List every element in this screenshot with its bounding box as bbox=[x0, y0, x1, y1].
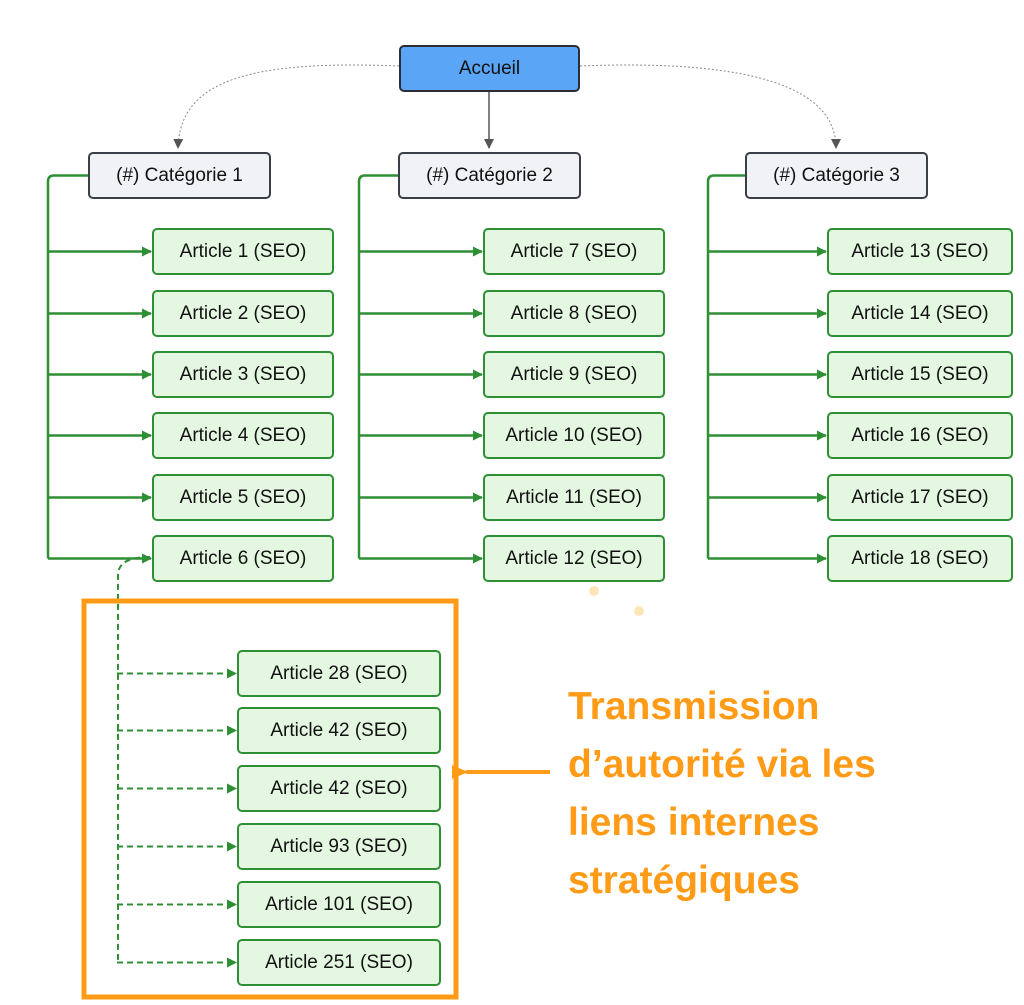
category-node-2[interactable]: (#) Catégorie 2 bbox=[398, 152, 581, 199]
article-node[interactable]: Article 8 (SEO) bbox=[483, 290, 665, 337]
article-node-label: Article 13 (SEO) bbox=[851, 240, 989, 262]
article-node-label: Article 17 (SEO) bbox=[851, 486, 989, 508]
article-node[interactable]: Article 6 (SEO) bbox=[152, 535, 334, 582]
article-node-label: Article 1 (SEO) bbox=[179, 240, 307, 262]
internal-link-article-node-label: Article 251 (SEO) bbox=[265, 951, 413, 973]
internal-link-article-node[interactable]: Article 42 (SEO) bbox=[237, 765, 441, 812]
internal-link-article-node-label: Article 101 (SEO) bbox=[265, 893, 413, 915]
article-node-label: Article 9 (SEO) bbox=[510, 363, 638, 385]
internal-link-article-node-label: Article 42 (SEO) bbox=[270, 719, 408, 741]
article-node-label: Article 8 (SEO) bbox=[510, 302, 638, 324]
article-node-label: Article 7 (SEO) bbox=[510, 240, 638, 262]
authority-callout-text: Transmission d’autorité via les liens in… bbox=[568, 685, 876, 902]
article-node[interactable]: Article 1 (SEO) bbox=[152, 228, 334, 275]
internal-link-article-node-label: Article 28 (SEO) bbox=[270, 662, 408, 684]
internal-link-article-node[interactable]: Article 42 (SEO) bbox=[237, 707, 441, 754]
decorative-dot bbox=[589, 586, 599, 596]
article-node-label: Article 14 (SEO) bbox=[851, 302, 989, 324]
article-node[interactable]: Article 12 (SEO) bbox=[483, 535, 665, 582]
category-node-1-label: (#) Catégorie 1 bbox=[116, 164, 243, 186]
home-node[interactable]: Accueil bbox=[399, 45, 580, 92]
article-node[interactable]: Article 7 (SEO) bbox=[483, 228, 665, 275]
article-node[interactable]: Article 10 (SEO) bbox=[483, 412, 665, 459]
article-node-label: Article 18 (SEO) bbox=[851, 547, 989, 569]
article-node[interactable]: Article 15 (SEO) bbox=[827, 351, 1013, 398]
internal-links-highlight-frame bbox=[81, 598, 459, 1000]
article-node[interactable]: Article 2 (SEO) bbox=[152, 290, 334, 337]
article-node[interactable]: Article 16 (SEO) bbox=[827, 412, 1013, 459]
article-node-label: Article 11 (SEO) bbox=[506, 486, 642, 508]
internal-link-connectors bbox=[117, 556, 237, 968]
category-node-2-label: (#) Catégorie 2 bbox=[426, 164, 553, 186]
internal-link-article-node[interactable]: Article 93 (SEO) bbox=[237, 823, 441, 870]
article-node-label: Article 16 (SEO) bbox=[851, 424, 989, 446]
article-node-label: Article 3 (SEO) bbox=[179, 363, 307, 385]
decorative-dot bbox=[634, 606, 644, 616]
category-2-spine bbox=[357, 174, 398, 559]
internal-links-spine bbox=[117, 556, 151, 963]
internal-link-article-node[interactable]: Article 28 (SEO) bbox=[237, 650, 441, 697]
article-node[interactable]: Article 13 (SEO) bbox=[827, 228, 1013, 275]
article-node[interactable]: Article 4 (SEO) bbox=[152, 412, 334, 459]
article-node-label: Article 4 (SEO) bbox=[179, 424, 307, 446]
article-node[interactable]: Article 18 (SEO) bbox=[827, 535, 1013, 582]
category-connectors bbox=[46, 174, 827, 564]
article-node-label: Article 15 (SEO) bbox=[851, 363, 989, 385]
category-node-3-label: (#) Catégorie 3 bbox=[773, 164, 900, 186]
internal-link-article-node[interactable]: Article 251 (SEO) bbox=[237, 939, 441, 986]
article-node[interactable]: Article 9 (SEO) bbox=[483, 351, 665, 398]
article-node[interactable]: Article 3 (SEO) bbox=[152, 351, 334, 398]
internal-link-article-node-label: Article 42 (SEO) bbox=[270, 777, 408, 799]
home-to-category-1-link bbox=[173, 64, 400, 149]
article-node-label: Article 6 (SEO) bbox=[179, 547, 307, 569]
home-to-category-3-link bbox=[579, 64, 841, 149]
article-node[interactable]: Article 14 (SEO) bbox=[827, 290, 1013, 337]
root-connectors bbox=[173, 64, 841, 149]
home-node-label: Accueil bbox=[458, 57, 521, 79]
article-node-label: Article 12 (SEO) bbox=[505, 547, 643, 569]
category-node-3[interactable]: (#) Catégorie 3 bbox=[745, 152, 928, 199]
internal-link-article-node-label: Article 93 (SEO) bbox=[270, 835, 408, 857]
article-node-label: Article 5 (SEO) bbox=[179, 486, 307, 508]
category-3-spine bbox=[706, 174, 745, 559]
article-node[interactable]: Article 11 (SEO) bbox=[483, 474, 665, 521]
internal-link-article-node[interactable]: Article 101 (SEO) bbox=[237, 881, 441, 928]
article-node-label: Article 10 (SEO) bbox=[505, 424, 643, 446]
article-node-label: Article 2 (SEO) bbox=[179, 302, 307, 324]
category-1-spine bbox=[46, 174, 88, 559]
article-node[interactable]: Article 17 (SEO) bbox=[827, 474, 1013, 521]
category-node-1[interactable]: (#) Catégorie 1 bbox=[88, 152, 271, 199]
article-node[interactable]: Article 5 (SEO) bbox=[152, 474, 334, 521]
